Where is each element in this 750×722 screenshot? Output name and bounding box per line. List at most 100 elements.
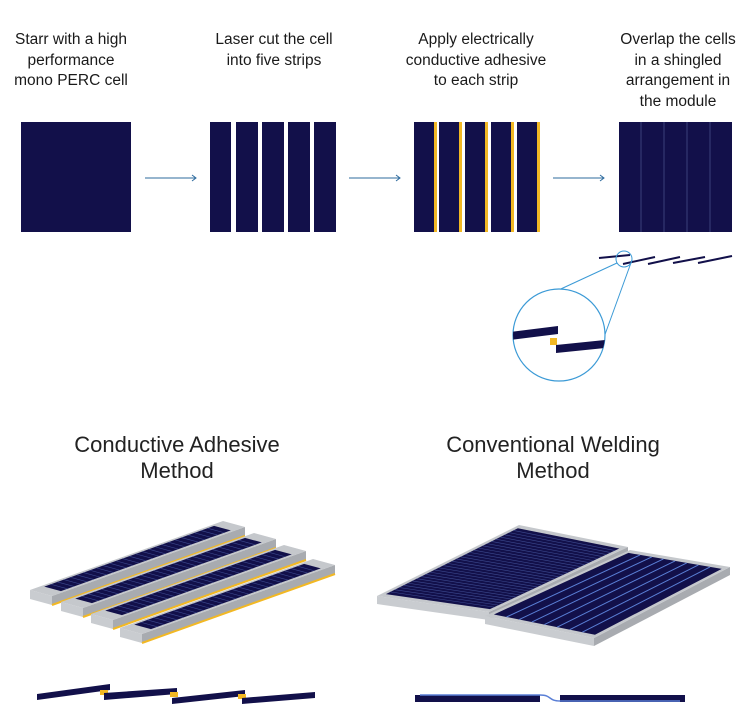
cell-gridline bbox=[94, 591, 112, 597]
cell-gridline bbox=[255, 556, 273, 562]
cell-gridline bbox=[147, 619, 165, 625]
cell-gridline bbox=[186, 558, 204, 564]
cell-gridline bbox=[179, 560, 197, 567]
cell-gridline bbox=[412, 580, 516, 598]
adhesive-line bbox=[51, 535, 246, 606]
cell-gridline bbox=[212, 596, 230, 602]
zoom-indicator bbox=[512, 250, 633, 382]
cell-gridline bbox=[140, 621, 158, 628]
cell-gridline bbox=[122, 558, 140, 564]
cell-gridline bbox=[513, 530, 616, 551]
cell-gridline bbox=[238, 539, 256, 546]
cell-gridline bbox=[135, 553, 153, 559]
arrow-1 bbox=[145, 174, 197, 182]
adhesive-strip-3 bbox=[91, 545, 307, 630]
strip-side bbox=[142, 565, 335, 643]
cell-gridline bbox=[168, 541, 186, 548]
panel-front bbox=[377, 596, 489, 620]
cell-gridline bbox=[229, 565, 247, 572]
conductive-adhesive-title: Conductive Adhesive Method bbox=[74, 432, 280, 483]
strip-side bbox=[52, 527, 245, 605]
cell-gridline bbox=[166, 612, 184, 618]
cell-gridline bbox=[271, 575, 289, 581]
cell-gridline bbox=[161, 544, 179, 550]
strips-with-adhesive bbox=[414, 122, 540, 232]
strip-side bbox=[113, 551, 306, 629]
cell-gridline bbox=[245, 584, 263, 590]
welding-method-illustration bbox=[377, 525, 730, 646]
cell-gridline bbox=[222, 568, 240, 574]
cell-gridline bbox=[209, 572, 227, 579]
cell-gridline bbox=[176, 584, 194, 590]
cell-gridline bbox=[50, 583, 68, 590]
cell-gridline bbox=[447, 563, 551, 582]
cell-gridline bbox=[96, 567, 114, 573]
cell-gridline bbox=[155, 546, 173, 552]
cell-gridline bbox=[89, 569, 107, 576]
cell-gridline bbox=[465, 554, 568, 574]
cell-gridline bbox=[140, 574, 158, 581]
cell-gridline bbox=[231, 542, 249, 548]
shingle-side-view bbox=[598, 254, 733, 265]
cell-gridline bbox=[153, 570, 171, 576]
ribbon-line bbox=[582, 566, 711, 633]
cell-gridline bbox=[190, 579, 207, 586]
cell-gridline bbox=[399, 587, 503, 604]
cell-gridline bbox=[107, 586, 125, 592]
cell-gridline bbox=[443, 565, 547, 584]
cell-gridline bbox=[205, 598, 223, 604]
cell-gridline bbox=[421, 576, 525, 594]
ribbon-line bbox=[518, 556, 652, 620]
ribbon-line bbox=[544, 560, 676, 626]
cell-gridline bbox=[434, 569, 538, 588]
cell-gridline bbox=[173, 563, 191, 569]
ribbon-line bbox=[569, 564, 699, 631]
cell-gridline bbox=[160, 614, 178, 621]
cell-gridline bbox=[163, 589, 181, 595]
panel-front bbox=[485, 616, 594, 646]
cell-gridline bbox=[482, 545, 585, 565]
cell-gridline bbox=[425, 574, 529, 592]
cell-gridline bbox=[297, 565, 315, 572]
cell-gridline bbox=[174, 539, 192, 545]
cell-gridline bbox=[199, 553, 217, 560]
cell-gridline bbox=[235, 563, 253, 569]
cell-gridline bbox=[203, 575, 221, 581]
cell-gridline bbox=[416, 578, 521, 596]
cell-gridline bbox=[63, 579, 81, 585]
adhesive-method-illustration bbox=[30, 521, 336, 644]
cell-gridline bbox=[207, 527, 225, 534]
cell-gridline bbox=[390, 591, 495, 608]
cell-gridline bbox=[137, 598, 155, 604]
cell-gridline bbox=[264, 577, 282, 583]
cell-gridline bbox=[232, 589, 250, 595]
cell-gridline bbox=[218, 546, 236, 553]
cell-gridline bbox=[157, 591, 175, 597]
strip-side bbox=[83, 539, 276, 617]
cell-gridline bbox=[101, 588, 119, 595]
adhesive-line bbox=[112, 559, 307, 630]
cell-gridline bbox=[148, 548, 166, 555]
ribbon-line bbox=[506, 554, 641, 618]
cell-gridline bbox=[129, 555, 146, 562]
cell-gridline bbox=[478, 547, 581, 568]
adhesive-line bbox=[141, 573, 336, 644]
five-strips bbox=[210, 122, 336, 232]
welding-side-view bbox=[415, 694, 685, 702]
cell-gridline bbox=[508, 532, 611, 553]
cell-gridline bbox=[491, 541, 594, 561]
cell-gridline bbox=[76, 574, 94, 580]
cell-gridline bbox=[70, 576, 88, 583]
cell-gridline bbox=[166, 565, 184, 571]
cell-gridline bbox=[170, 586, 188, 593]
cell-gridline bbox=[290, 568, 308, 574]
cell-gridline bbox=[277, 572, 295, 579]
adhesive-side-view bbox=[37, 684, 315, 704]
cell-gridline bbox=[212, 549, 230, 555]
cell-gridline bbox=[216, 570, 234, 576]
cell-gridline bbox=[160, 567, 177, 574]
cell-gridline bbox=[258, 579, 276, 586]
cell-gridline bbox=[120, 581, 138, 588]
strip-front bbox=[120, 628, 142, 643]
